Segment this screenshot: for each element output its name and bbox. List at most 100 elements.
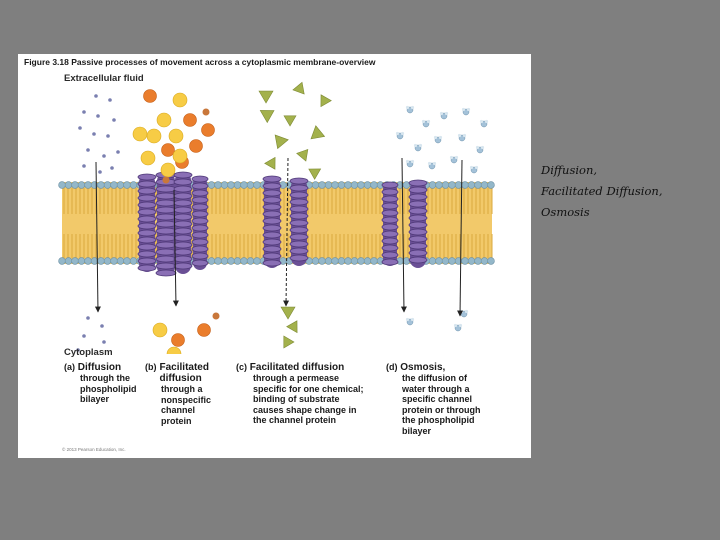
phospholipid-head (441, 181, 450, 189)
phospholipid-head (71, 257, 79, 265)
protein-coil (262, 231, 282, 239)
water-molecule-icon (457, 133, 467, 142)
phospholipid-head (461, 181, 469, 189)
protein-coil (381, 216, 399, 224)
protein-coil (137, 229, 157, 237)
protein-coil (381, 223, 399, 231)
triangle-substrate-icon (296, 148, 309, 162)
water-molecule-icon (413, 143, 423, 152)
protein-coil (262, 182, 282, 190)
channel-proteins (137, 171, 428, 277)
phospholipid-head (480, 257, 489, 265)
protein-coil (191, 210, 209, 218)
small-molecule-dot-icon (94, 94, 98, 98)
arrow-icon (400, 157, 407, 313)
phospholipid-head (103, 181, 112, 189)
water-hydrogen (410, 159, 415, 164)
water-molecule-icon (405, 105, 415, 114)
phospholipid-head (214, 181, 222, 189)
water-molecule-icon (405, 317, 415, 326)
phospholipid-head (97, 181, 105, 189)
yellow-particle-icon (146, 128, 162, 144)
panel-a-letter: (a) (64, 362, 75, 372)
protein-coil (191, 189, 209, 197)
water-molecule-icon (427, 161, 437, 170)
protein-coil (155, 255, 177, 263)
protein-coil (155, 213, 177, 221)
protein-coil (381, 181, 399, 189)
water-hydrogen (444, 111, 449, 116)
protein-coil (137, 173, 157, 181)
water-hydrogen (484, 119, 489, 124)
protein-coil (137, 201, 157, 209)
phospholipid-head (123, 257, 131, 265)
phospholipid-head (240, 181, 248, 189)
protein-coil (173, 241, 193, 249)
side-text-line: Osmosis (541, 205, 590, 219)
water-molecule-icon (475, 145, 485, 154)
small-molecule-dot-icon (106, 134, 110, 138)
protein-coil (191, 231, 209, 239)
phospholipid-head (220, 257, 229, 265)
small-molecule-dot-icon (110, 166, 114, 170)
protein-coil (155, 248, 177, 256)
water-hydrogen (469, 165, 474, 170)
water-hydrogen (453, 323, 458, 328)
panel-c-letter: (c) (236, 362, 247, 372)
phospholipid-head (370, 181, 378, 189)
small-molecule-dot-icon (78, 126, 82, 130)
yellow-particle-icon (152, 322, 168, 338)
protein-coil (155, 262, 177, 270)
triangle-substrate-icon (280, 306, 296, 320)
protein-coil (137, 222, 157, 230)
panel-d-description: the diffusion of water through a specifi… (402, 373, 481, 436)
phospholipid-head (474, 181, 482, 189)
triangle-substrate-icon (283, 335, 295, 349)
protein-coil (408, 207, 428, 215)
small-orange-particle-icon (212, 312, 220, 320)
water-molecule-icon (395, 131, 405, 140)
phospholipid-head (337, 257, 346, 265)
phospholipid-head (246, 257, 255, 265)
protein-coil (137, 194, 157, 202)
protein-coil (262, 175, 282, 183)
protein-coil (381, 237, 399, 245)
protein-coil (408, 228, 428, 236)
small-molecule-dot-icon (82, 164, 86, 168)
phospholipid-head (214, 257, 222, 265)
protein-coil (408, 193, 428, 201)
protein-coil (408, 235, 428, 243)
protein-coil (137, 215, 157, 223)
phospholipid-head (64, 181, 73, 189)
phospholipid-head (454, 181, 463, 189)
protein-coil (408, 214, 428, 222)
water-hydrogen (421, 119, 426, 124)
phospholipid-head (116, 257, 125, 265)
water-hydrogen (439, 111, 444, 116)
arrow-icon (457, 159, 464, 317)
water-hydrogen (475, 145, 480, 150)
arrow-icon (94, 161, 101, 313)
protein-coil (289, 219, 309, 227)
panel-c-caption: (c) Facilitated diffusion through a perm… (236, 362, 364, 426)
phospholipid-head (344, 181, 352, 189)
water-hydrogen (410, 105, 415, 110)
phospholipid-head (487, 257, 495, 265)
protein-coil (191, 245, 209, 253)
protein-coil (262, 252, 282, 260)
phospholipid-head (370, 257, 378, 265)
water-hydrogen (474, 165, 479, 170)
protein-coil (173, 213, 193, 221)
orange-particle-icon (197, 323, 211, 337)
small-molecule-dot-icon (100, 324, 104, 328)
triangle-substrate-icon (258, 90, 274, 104)
arrows (94, 157, 464, 317)
protein-coil (262, 259, 282, 267)
protein-coil (408, 256, 428, 264)
water-hydrogen (427, 161, 432, 166)
yellow-particle-icon (172, 92, 188, 108)
protein-coil (262, 203, 282, 211)
cytoplasm-label: Cytoplasm (64, 347, 113, 358)
protein-coil (137, 257, 157, 265)
protein-coil (173, 199, 193, 207)
